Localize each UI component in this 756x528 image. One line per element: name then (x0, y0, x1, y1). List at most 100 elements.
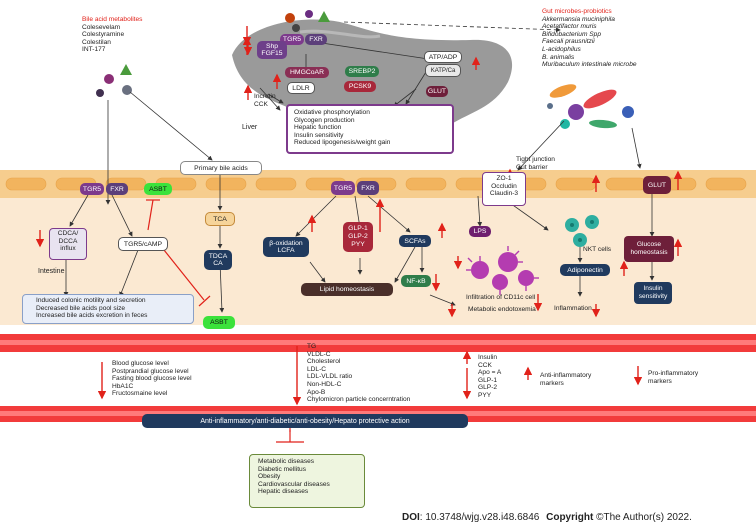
lipid-item: Chylomicron particle concerntration (307, 396, 411, 404)
microbe-item: Acetatifactor muris (542, 23, 597, 31)
metabolite-item: INT-177 (82, 46, 106, 54)
lps-particles (471, 252, 534, 290)
disease-item: Hepatic diseases (258, 488, 309, 496)
liver-fxr: FXR (305, 34, 327, 45)
katp-channel: KATP/Ca (425, 64, 461, 77)
effect-item: Oxidative phosphorylation (294, 109, 370, 116)
microbe-top-left (104, 74, 114, 84)
hormone-item: GLP-2 (478, 384, 498, 392)
srebp2: SREBP2 (345, 66, 379, 77)
glucose-item: Fructosmaine level (112, 390, 168, 398)
hormone-item: PYY (478, 391, 492, 399)
inflammation-label: Inflammation (554, 305, 592, 312)
hmgcoar: HMGCoAR (285, 67, 329, 78)
metabolite-item: Colestyramine (82, 31, 125, 39)
lps: LPS (469, 226, 491, 237)
effect-item: Glycogen production (294, 116, 355, 124)
liver-effects-box: Oxidative phosphorylation Glycogen produ… (286, 104, 454, 154)
ldlr: LDLR (287, 82, 315, 94)
blood-lipids-list: TG VLDL-C Cholesterol LDL-C LDL-VLDL rat… (307, 343, 410, 404)
intestine-tgr5-left: TGR5 (80, 183, 104, 195)
glucose-item: Blood glucose level (112, 360, 169, 367)
asbt-top: ASBT (144, 183, 172, 195)
lipid-item: LDL-VLDL ratio (307, 373, 353, 381)
footer: DOI: 10.3748/wjg.v28.i48.6846 Copyright … (402, 512, 692, 523)
cck-label: CCK (254, 101, 268, 108)
bile-acid-title: Bile acid metabolites (82, 16, 143, 23)
hormone-item: Insulin (478, 354, 498, 361)
hormone-item: CCK (478, 361, 492, 369)
disease-item: Obesity (258, 473, 281, 481)
microbe-item: Faecali prausnitzii (542, 38, 595, 46)
blood-glucose-list: Blood glucose level Postprandial glucose… (112, 360, 192, 398)
lipid-homeostasis: Lipid homeostasis (301, 283, 393, 296)
liver-glut: GLUT (426, 86, 448, 97)
doi-value: : 10.3748/wjg.v28.i48.6846 (419, 512, 540, 523)
gut-microbes-title: Gut microbes-probiotics (542, 8, 612, 15)
doi-label: DOI (402, 512, 420, 523)
colonic-effects-box: Induced colonic motility and secretion D… (22, 294, 194, 324)
liver-label: Liver (242, 124, 258, 131)
intestine-tgr5-mid: TGR5 (331, 181, 355, 195)
effect-item: Insulin sensitivity (294, 131, 344, 139)
nkt-cells (565, 215, 599, 247)
hormone-item: GLP-1 (478, 376, 498, 384)
atp-adp: ATP/ADP (424, 51, 462, 63)
colonic-item: Induced colonic motility and secretion (36, 297, 146, 304)
gut-microbes: Gut microbes-probiotics Akkermansia muci… (542, 8, 637, 69)
blood-hormones-list: Insulin CCK Apo = A GLP-1 GLP-2 PYY (478, 354, 501, 400)
effect-item: Hepatic function (294, 124, 342, 132)
adiponectin: Adiponectin (560, 264, 610, 276)
glucose-item: Fasting blood glucose level (112, 375, 192, 383)
microbe-item: B. animalis (542, 53, 575, 61)
bile-acid-metabolites: Bile acid metabolites Colesevelam Colest… (82, 16, 142, 54)
incretin-label: Incretin (254, 93, 276, 100)
tight-junction: Tight junction Gut barrier (516, 156, 555, 171)
nkt-label: NKT cells (583, 246, 612, 253)
intestine-glut: GLUT (643, 176, 671, 194)
diseases-box: Metabolic diseases Diabetic mellitus Obe… (249, 454, 365, 508)
tight-junction-label: Tight junction (516, 156, 555, 163)
primary-bile-acids: Primary bile acids (180, 161, 262, 175)
disease-item: Cardiovascular diseases (258, 480, 330, 488)
intestine-label: Intestine (38, 268, 65, 275)
lipid-item: Cholesterol (307, 358, 341, 366)
microbe-item: Akkermansia muciniphila (542, 15, 615, 23)
lipid-item: TG (307, 343, 317, 350)
lipid-item: Apo-B (307, 388, 326, 396)
colonic-item: Decreased bile acids pool size (36, 304, 126, 312)
liver-tgr5: TGR5 (280, 34, 304, 45)
lipid-item: LDL-C (307, 365, 327, 373)
lipid-item: Non-HDL-C (307, 380, 342, 388)
microbe-item: L-acidophilus (542, 45, 581, 53)
asbt-bottom: ASBT (203, 316, 235, 329)
lipid-item: VLDL-C (307, 350, 331, 358)
intestine-fxr-left: FXR (106, 183, 128, 195)
glucose-item: Postprandial glucose level (112, 367, 189, 375)
microbe-item: Bifidobacterium Spp (542, 30, 602, 38)
nf-kb: NF-κB (401, 275, 431, 287)
microbe-item: Muribaculum intestinale microbe (542, 61, 637, 69)
scfas: SCFAs (399, 235, 431, 247)
cd11c-label: Infiltration of CD11c cell (466, 294, 536, 301)
colonic-item: Increased bile acids excretion in feces (36, 312, 148, 320)
metabolite-item: Colesevelam (82, 23, 121, 31)
pcsk9: PCSK9 (344, 81, 376, 92)
action-bar: Anti-inflammatory/anti-diabetic/anti-obe… (142, 414, 468, 428)
metabolic-endotoxemia: Metabolic endotoxemia (468, 306, 536, 313)
tca: TCA (205, 212, 235, 226)
disease-item: Metabolic diseases (258, 458, 315, 465)
glucose-item: HbA1C (112, 382, 134, 390)
effect-item: Reduced lipogenesis/weight gain (294, 139, 391, 147)
metabolite-item: Colestilan (82, 38, 111, 46)
tgr5-camp: TGR5/cAMP (118, 237, 168, 251)
